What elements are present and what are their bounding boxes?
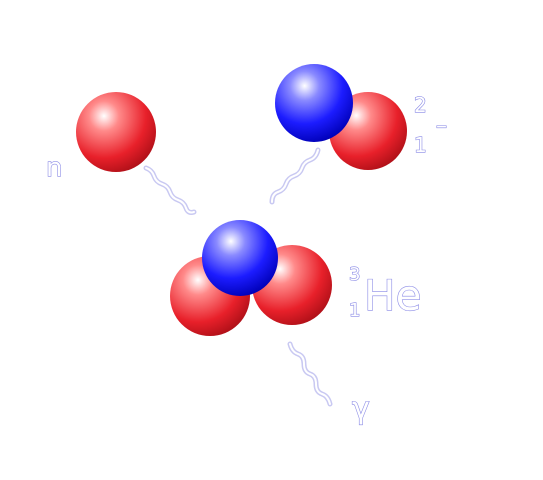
- incoming-particle-ball: [76, 92, 156, 172]
- gamma-symbol-label: γ: [352, 391, 370, 426]
- wave-line-neutron: [143, 165, 197, 215]
- helium-symbol: He: [364, 271, 421, 320]
- deuteron-nucleus: [275, 64, 407, 170]
- wave-line-gamma: [287, 341, 333, 407]
- deuteron-neutron: [275, 64, 353, 142]
- neutron-symbol-label: n: [46, 153, 62, 183]
- wave-line-deuteron: [269, 147, 321, 205]
- helium3-neutron: [202, 220, 278, 296]
- deuteron-charge-number: 1: [414, 133, 427, 157]
- helium-mass-number: 3: [349, 264, 360, 285]
- helium-charge-number: 1: [349, 300, 360, 321]
- helium3-nucleus: [170, 220, 332, 336]
- deuteron-mass-number: 2: [414, 93, 427, 117]
- deuteron-dash: –: [436, 114, 447, 139]
